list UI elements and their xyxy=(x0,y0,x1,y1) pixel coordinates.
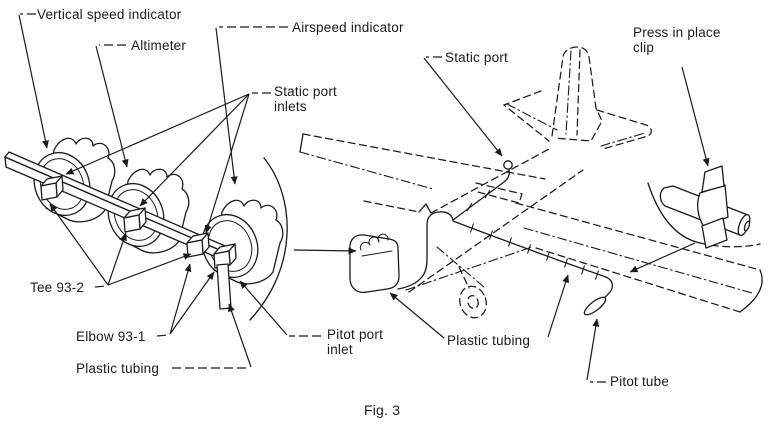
clip-detail xyxy=(647,165,761,249)
leader-tee-fitting xyxy=(49,203,192,288)
detail-connector-clip xyxy=(629,242,696,273)
leader-altimeter xyxy=(95,44,129,168)
leader-static-port-inlets xyxy=(65,92,271,234)
leader-pitot-tube xyxy=(586,318,606,383)
leader-plastic-tubing-fuselage xyxy=(389,274,570,339)
detail-connector-instruments xyxy=(293,247,357,255)
label-airspeed-indicator: Airspeed indicator xyxy=(292,20,404,35)
leader-airspeed-indicator xyxy=(215,26,288,185)
figure-caption: Fig. 3 xyxy=(364,402,401,418)
label-pitot-port-inlet: Pitot port inlet xyxy=(327,327,384,358)
leader-static-port xyxy=(423,56,503,157)
leader-elbow-fitting xyxy=(156,263,215,337)
right-wing xyxy=(515,202,763,313)
airplane-drawing xyxy=(299,46,763,319)
label-altimeter: Altimeter xyxy=(131,38,187,53)
tail-fin xyxy=(551,46,603,142)
label-vertical-speed-indicator: Vertical speed indicator xyxy=(37,7,182,22)
label-plastic-tubing-fuselage: Plastic tubing xyxy=(447,333,531,348)
leader-plastic-tubing-instruments xyxy=(172,303,252,369)
static-port-fitting xyxy=(503,160,513,170)
instrument-cluster-detail xyxy=(4,137,288,321)
leader-vertical-speed-indicator xyxy=(18,13,49,149)
label-tee-fitting: Tee 93-2 xyxy=(30,280,85,295)
leader-press-in-place-clip xyxy=(681,66,710,167)
pitot-tube-drawing xyxy=(583,296,607,316)
horizontal-stabilizer-left xyxy=(502,90,558,142)
label-elbow-fitting: Elbow 93-1 xyxy=(76,329,146,344)
pitot-drop-tube xyxy=(216,263,232,310)
horizontal-stabilizer-right xyxy=(596,109,652,150)
fuselage xyxy=(363,148,584,293)
label-press-in-place-clip: Press in place clip xyxy=(633,25,721,56)
label-plastic-tubing-instruments: Plastic tubing xyxy=(76,361,160,376)
label-static-port-inlets: Static port inlets xyxy=(274,84,337,115)
detail-circle-arc-right xyxy=(647,182,701,244)
detail-circle-arc-left xyxy=(249,157,288,321)
label-pitot-tube: Pitot tube xyxy=(610,374,670,389)
landing-gear xyxy=(405,246,533,319)
wheel xyxy=(459,285,487,319)
leader-lines xyxy=(18,13,710,383)
label-static-port: Static port xyxy=(445,50,508,65)
leader-pitot-port-inlet xyxy=(239,280,321,337)
press-in-place-clip-drawing xyxy=(697,165,729,249)
left-wing xyxy=(299,133,546,204)
nose-panel xyxy=(349,233,400,294)
